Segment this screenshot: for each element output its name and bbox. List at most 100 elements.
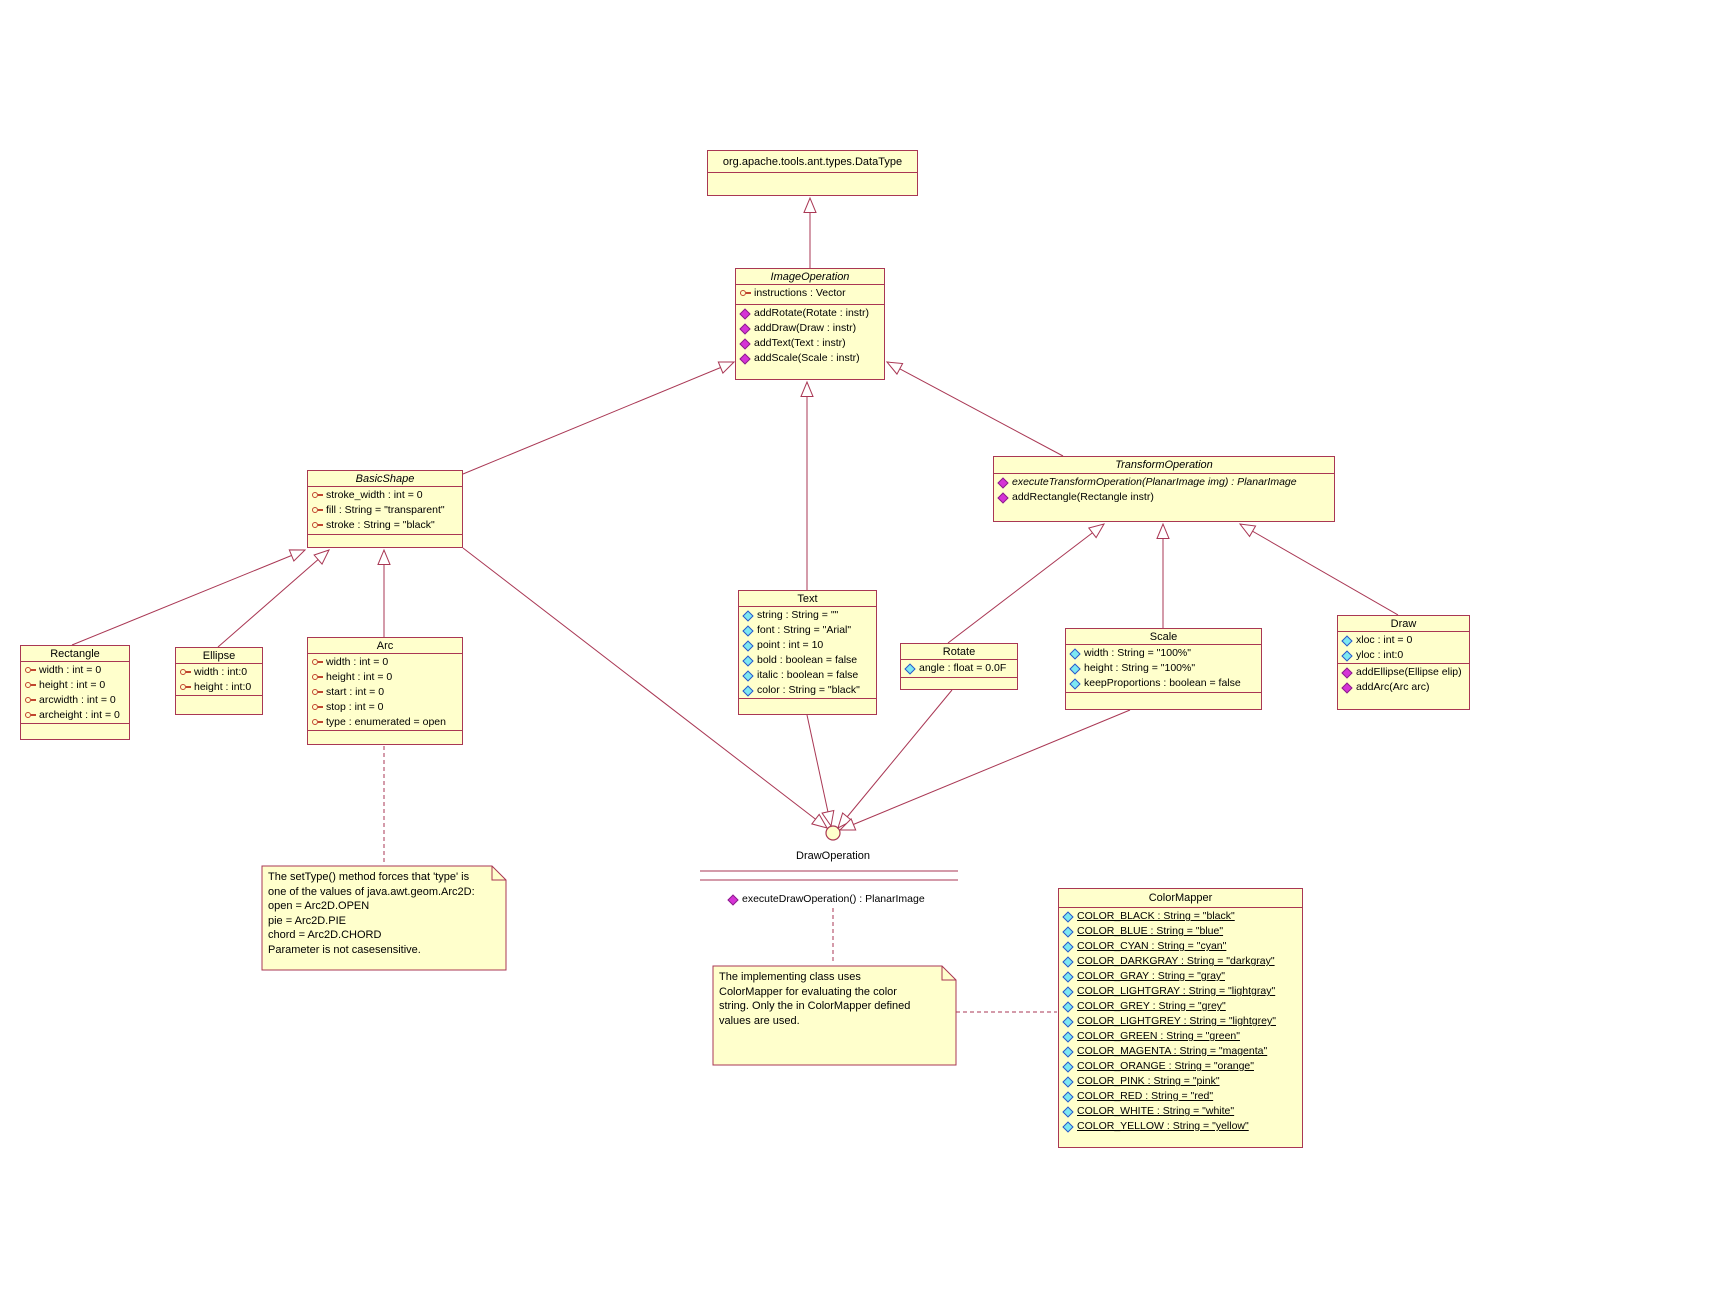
member-text: width : int = 0 — [326, 656, 389, 668]
member-text: COLOR_CYAN : String = "cyan" — [1077, 940, 1227, 952]
operation-icon — [739, 308, 752, 319]
member-text: height : int = 0 — [39, 679, 106, 691]
generalization-edge — [885, 361, 1064, 457]
attribute: instructions : Vector — [736, 286, 884, 301]
member-text: addRectangle(Rectangle instr) — [1012, 491, 1154, 503]
attribute: string : String = "" — [739, 608, 876, 623]
note-colormapper: The implementing class uses ColorMapper … — [719, 971, 911, 1027]
attribute-icon — [742, 670, 755, 681]
attribute-icon — [24, 710, 37, 721]
note-shape — [712, 965, 957, 1066]
member-text: COLOR_BLACK : String = "black" — [1077, 910, 1235, 922]
attribute-icon — [311, 702, 324, 713]
attribute: COLOR_MAGENTA : String = "magenta" — [1059, 1044, 1302, 1059]
operation-icon — [739, 338, 752, 349]
attribute-icon — [739, 288, 752, 299]
attribute: yloc : int:0 — [1338, 648, 1469, 663]
class-name: Rectangle — [50, 647, 100, 660]
attribute: width : int = 0 — [308, 655, 462, 670]
member-text: addScale(Scale : instr) — [754, 352, 860, 364]
operation-icon — [997, 492, 1010, 503]
attributes-compartment: width : String = "100%"height : String =… — [1066, 644, 1261, 692]
attribute-icon — [1069, 663, 1082, 674]
class-name: TransformOperation — [1115, 459, 1213, 471]
attribute-icon — [1062, 911, 1075, 922]
attributes-compartment: width : int:0 height : int:0 — [176, 663, 262, 695]
operation: addEllipse(Ellipse elip) — [1338, 665, 1469, 680]
operations-compartment: executeTransformOperation(PlanarImage im… — [994, 473, 1334, 521]
note-shape — [261, 865, 507, 971]
interface-lollipop-icon[interactable] — [825, 825, 841, 841]
attribute: COLOR_BLUE : String = "blue" — [1059, 924, 1302, 939]
attribute: bold : boolean = false — [739, 653, 876, 668]
attribute: italic : boolean = false — [739, 668, 876, 683]
realization-edge — [462, 547, 829, 829]
operations-compartment: addEllipse(Ellipse elip)addArc(Arc arc) — [1338, 663, 1469, 709]
member-text: COLOR_BLUE : String = "blue" — [1077, 925, 1224, 937]
attribute-icon — [1069, 678, 1082, 689]
attributes-compartment: instructions : Vector — [736, 284, 884, 304]
member-text: width : int = 0 — [39, 664, 102, 676]
class-rectangle[interactable]: Rectangle width : int = 0 height : int = 0… — [20, 645, 130, 740]
generalization-edge — [217, 549, 330, 648]
attribute-icon — [311, 687, 324, 698]
attribute-icon — [311, 672, 324, 683]
attribute: COLOR_DARKGRAY : String = "darkgray" — [1059, 954, 1302, 969]
attribute: arcwidth : int = 0 — [21, 693, 129, 708]
member-text: COLOR_LIGHTGREY : String = "lightgrey" — [1077, 1015, 1276, 1027]
class-datatype[interactable]: org.apache.tools.ant.types.DataType — [707, 150, 918, 196]
member-text: COLOR_LIGHTGRAY : String = "lightgray" — [1077, 985, 1276, 997]
attributes-compartment: COLOR_BLACK : String = "black" COLOR_BLUE… — [1059, 907, 1302, 1147]
attribute: stroke : String = "black" — [308, 518, 462, 533]
operation: addText(Text : instr) — [736, 336, 884, 351]
attribute: stroke_width : int = 0 — [308, 488, 462, 503]
attribute-icon — [24, 695, 37, 706]
interface-name: DrawOperation — [796, 850, 870, 862]
attribute-icon — [179, 667, 192, 678]
attribute-icon — [311, 490, 324, 501]
attributes-compartment: angle : float = 0.0F — [901, 659, 1017, 677]
member-text: width : int:0 — [194, 666, 248, 678]
operation: addScale(Scale : instr) — [736, 351, 884, 366]
class-name: ColorMapper — [1148, 892, 1213, 904]
attribute-icon — [1062, 1046, 1075, 1057]
class-name: Text — [797, 592, 818, 605]
member-text: addText(Text : instr) — [754, 337, 846, 349]
operations-compartment — [1066, 692, 1261, 709]
member-text: bold : boolean = false — [757, 654, 858, 666]
member-text: stop : int = 0 — [326, 701, 384, 713]
attribute: width : String = "100%" — [1066, 646, 1261, 661]
member-text: fill : String = "transparent" — [326, 504, 445, 516]
attribute: COLOR_GREEN : String = "green" — [1059, 1029, 1302, 1044]
realization-edge — [806, 714, 835, 828]
attributes-compartment: width : int = 0 height : int = 0 arcwidth … — [21, 661, 129, 723]
class-name: Rotate — [942, 645, 976, 658]
member-text: COLOR_PINK : String = "pink" — [1077, 1075, 1220, 1087]
attribute-icon — [742, 625, 755, 636]
attribute: COLOR_GRAY : String = "gray" — [1059, 969, 1302, 984]
generalization-edge — [71, 549, 307, 646]
attribute: height : int = 0 — [21, 678, 129, 693]
member-text: COLOR_YELLOW : String = "yellow" — [1077, 1120, 1249, 1132]
attribute-icon — [24, 665, 37, 676]
attribute-icon — [1062, 1016, 1075, 1027]
member-text: height : int:0 — [194, 681, 252, 693]
member-text: COLOR_DARKGRAY : String = "darkgray" — [1077, 955, 1275, 967]
attribute: width : int:0 — [176, 665, 262, 680]
attribute: COLOR_WHITE : String = "white" — [1059, 1104, 1302, 1119]
attribute: height : String = "100%" — [1066, 661, 1261, 676]
operation-icon — [727, 894, 740, 905]
operation-icon — [739, 353, 752, 364]
class-transform-operation[interactable]: TransformOperation executeTransformOperat… — [993, 456, 1335, 522]
